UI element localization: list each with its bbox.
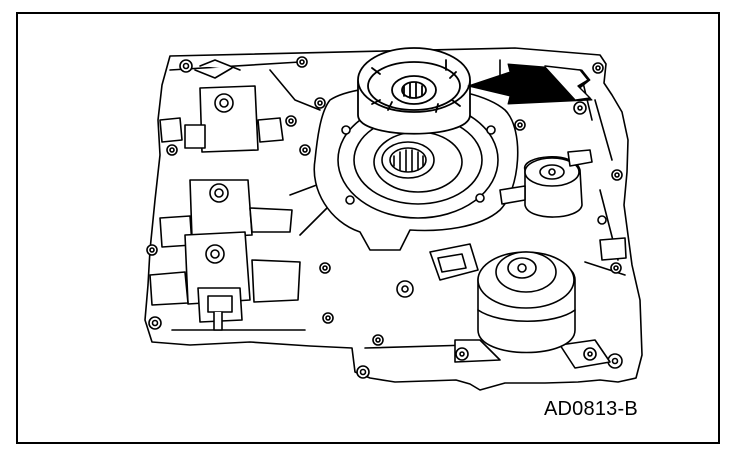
bolt-holes [146, 56, 623, 379]
solenoid-upper [184, 59, 284, 153]
plate-bosses [159, 101, 627, 261]
solenoid-right-small [499, 149, 593, 218]
figure-identifier: AD0813-B [544, 398, 638, 420]
solenoid-middle [159, 179, 293, 248]
accumulator-cup [357, 47, 471, 135]
pump-housing [313, 85, 519, 251]
solenoid-right-large [429, 243, 611, 369]
callout-arrow-outline [544, 65, 591, 101]
solenoid-lower [149, 231, 301, 331]
